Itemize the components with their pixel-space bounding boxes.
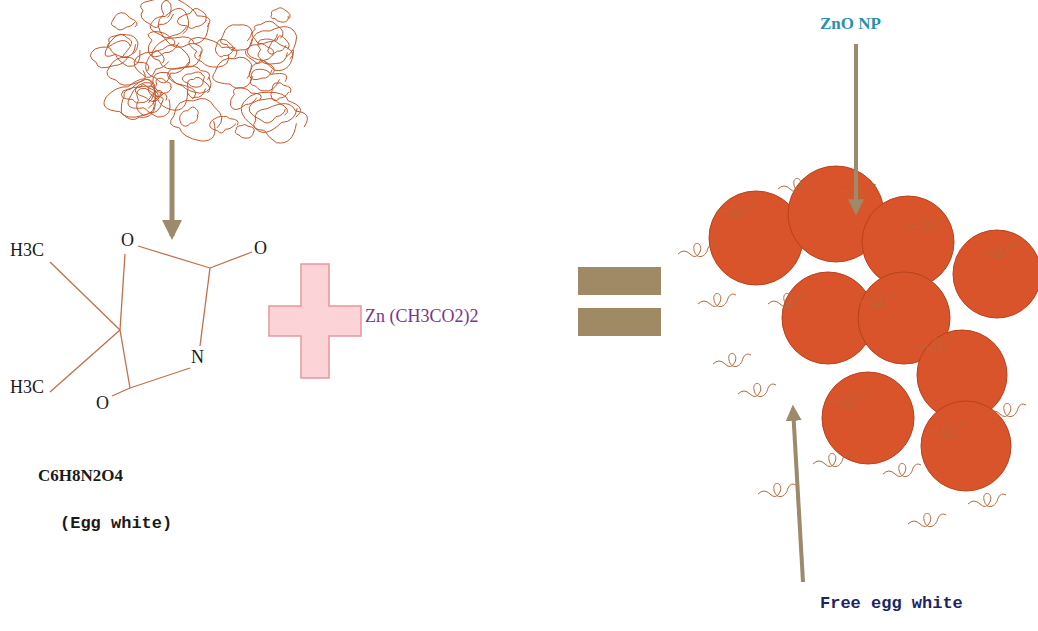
reagent-formula: Zn (CH3CO2)2 — [365, 306, 479, 327]
arrow — [170, 140, 175, 236]
equals-bar — [578, 267, 661, 295]
methyl-group: H3C — [10, 240, 44, 261]
equals-bar — [578, 308, 661, 336]
atom-label: N — [191, 347, 204, 368]
atom-label: O — [121, 230, 134, 251]
molecule-bonds — [50, 246, 252, 396]
arrow — [854, 44, 858, 212]
nanoparticles — [709, 166, 1038, 491]
product-label: ZnO NP — [820, 14, 881, 34]
methyl-group: H3C — [10, 377, 44, 398]
egg-white-strands — [678, 178, 1026, 526]
arrow — [793, 408, 803, 582]
atom-label: O — [96, 393, 109, 414]
protein-tangle — [90, 0, 307, 143]
atom-label: O — [254, 238, 267, 259]
plus-sign — [269, 264, 361, 378]
callout-label: Free egg white — [820, 594, 963, 614]
chemical-formula: C6H8N2O4 — [38, 466, 123, 486]
compound-name: (Egg white) — [60, 514, 172, 534]
